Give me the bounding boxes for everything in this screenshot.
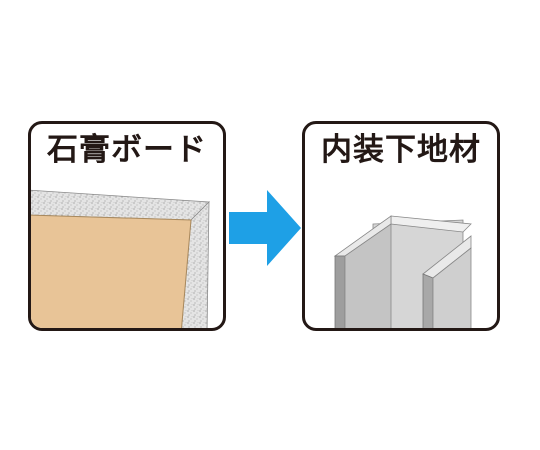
channel-left-front bbox=[344, 223, 392, 328]
gypsum-board-panel: 石膏ボード bbox=[28, 121, 226, 331]
channel-right-front bbox=[422, 273, 434, 328]
interior-substrate-label: 内装下地材 bbox=[321, 132, 481, 168]
gypsum-board-label: 石膏ボード bbox=[47, 132, 207, 168]
steel-stud-channel-icon bbox=[333, 215, 472, 328]
interior-substrate-panel: 内装下地材 bbox=[302, 121, 500, 331]
right-arrow-icon bbox=[229, 190, 301, 266]
board-face bbox=[31, 214, 192, 328]
channel-right-face bbox=[432, 247, 472, 328]
gypsum-board-icon bbox=[31, 189, 210, 328]
channel-left-side bbox=[334, 255, 346, 328]
